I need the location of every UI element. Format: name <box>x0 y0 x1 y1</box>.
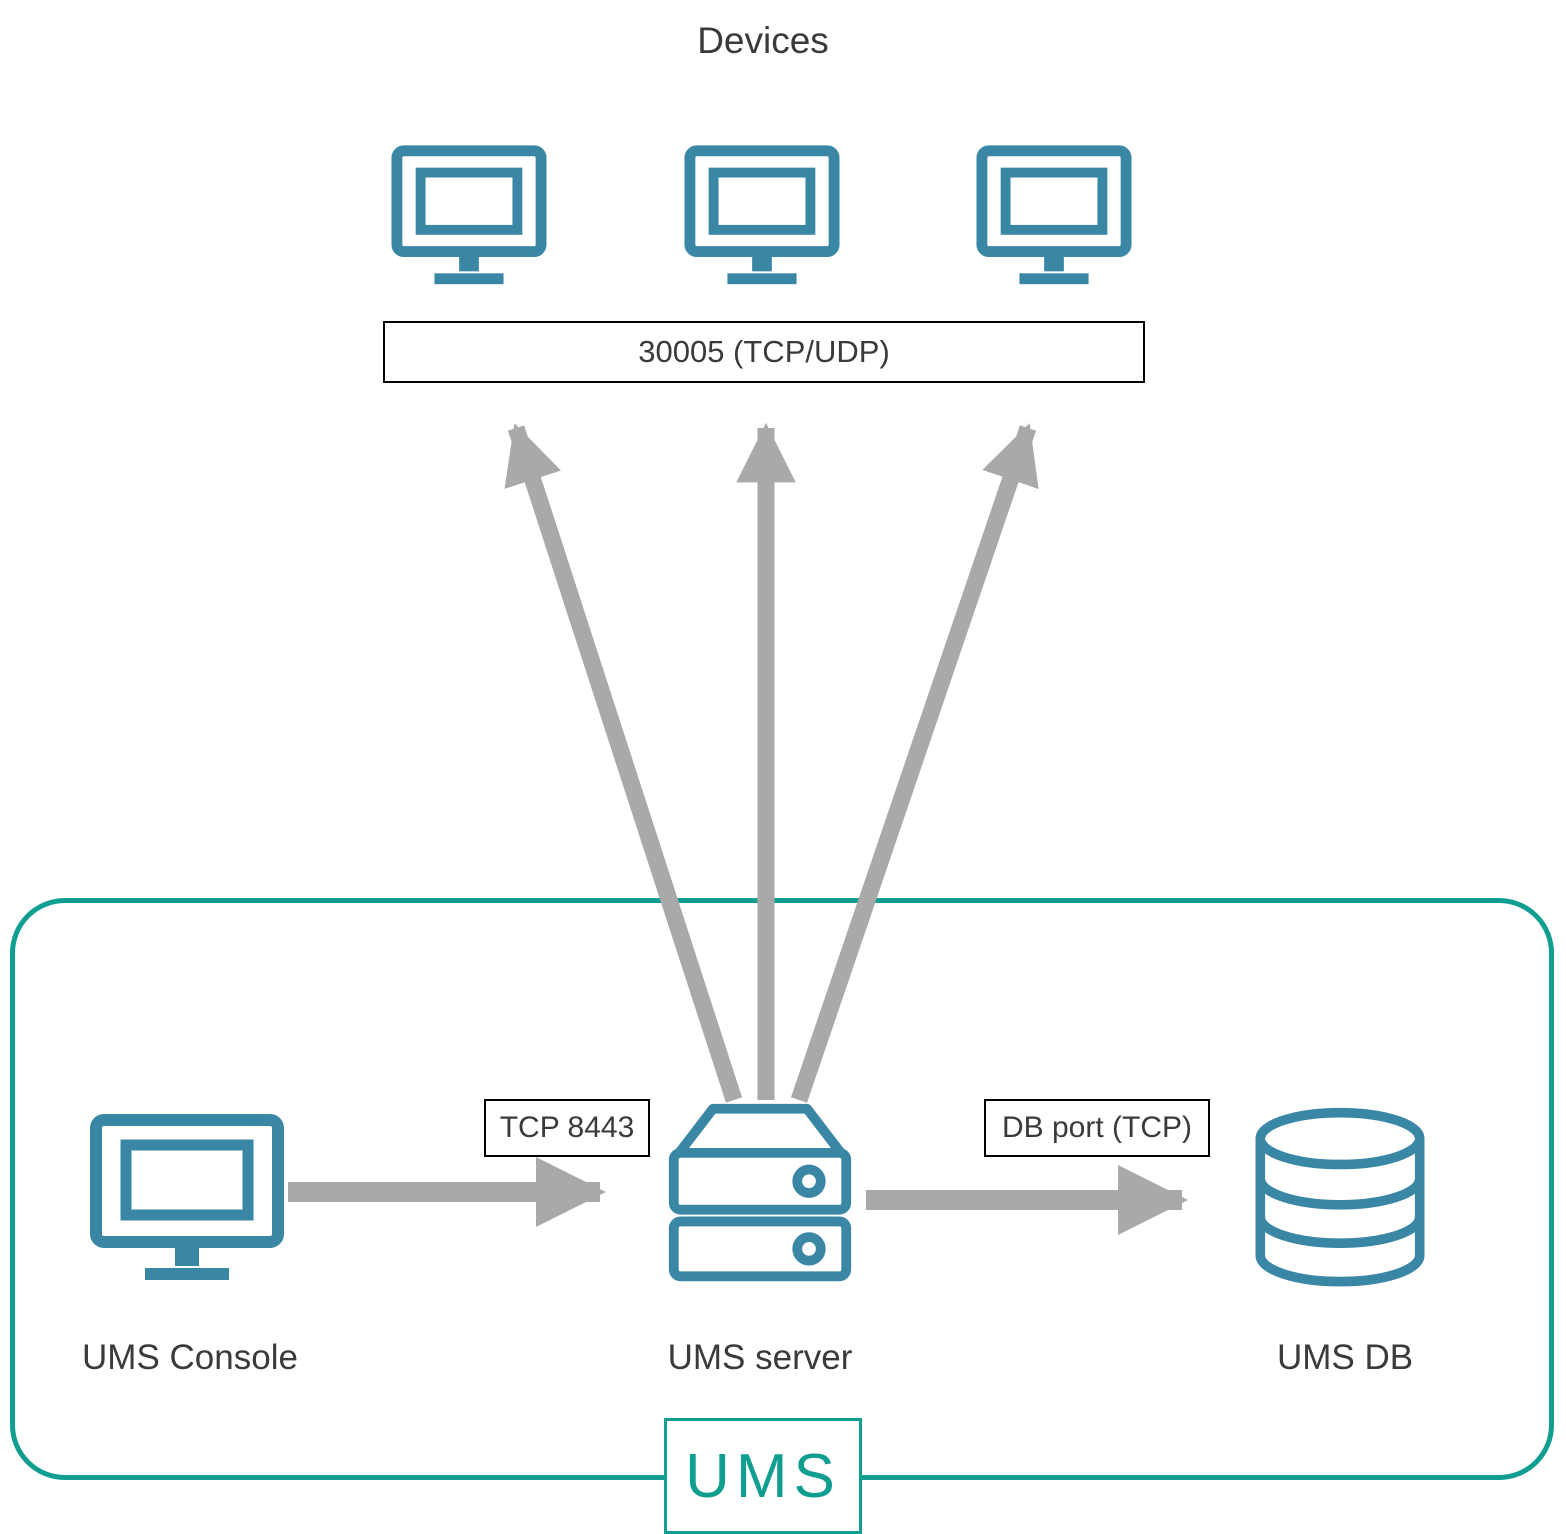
device-monitor-icon <box>976 145 1132 285</box>
ums-logo-box: UMS <box>664 1418 862 1534</box>
device-monitor-icon <box>391 145 547 285</box>
server-db-port-box: DB port (TCP) <box>984 1099 1210 1157</box>
console-label: UMS Console <box>82 1338 298 1377</box>
ums-logo-text: UMS <box>685 1441 841 1511</box>
server-label: UMS server <box>667 1338 853 1377</box>
ums-console-monitor-icon <box>90 1114 284 1280</box>
console-server-port-box: TCP 8443 <box>484 1099 650 1157</box>
console-server-port-label: TCP 8443 <box>499 1111 635 1144</box>
devices-title: Devices <box>697 20 829 61</box>
ums-server-icon <box>668 1103 852 1282</box>
devices-port-label: 30005 (TCP/UDP) <box>638 334 890 369</box>
server-db-port-label: DB port (TCP) <box>1001 1111 1193 1144</box>
ums-database-icon <box>1255 1107 1425 1287</box>
db-label: UMS DB <box>1276 1338 1414 1377</box>
devices-port-box: 30005 (TCP/UDP) <box>383 321 1145 383</box>
device-monitor-icon <box>684 145 840 285</box>
